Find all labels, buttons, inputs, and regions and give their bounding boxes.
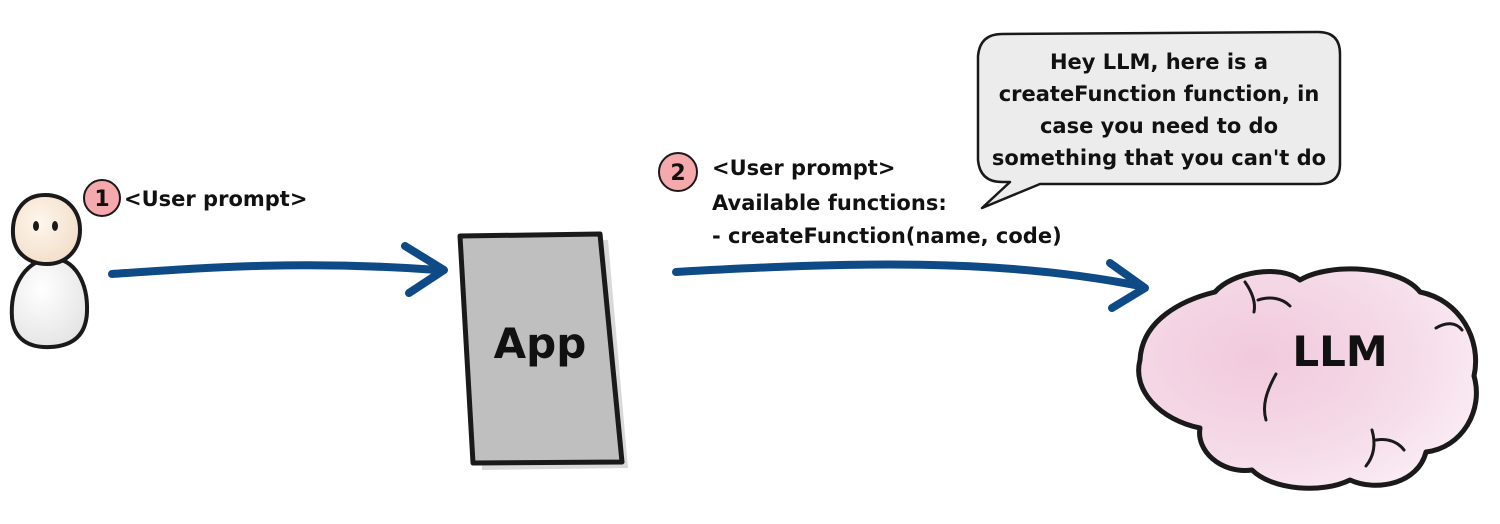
- speech-bubble-line-4: something that you can't do: [992, 146, 1326, 170]
- step2-number: 2: [670, 161, 685, 186]
- speech-bubble-line-1: Hey LLM, here is a: [1050, 50, 1268, 74]
- step1-label: <User prompt>: [124, 187, 307, 211]
- llm-fold-2: [1256, 296, 1292, 308]
- app-label: App: [494, 319, 587, 368]
- step2-label-line-3: - createFunction(name, code): [712, 224, 1062, 248]
- speech-bubble-line-2: createFunction function, in: [999, 82, 1320, 106]
- arrow-app-to-llm: [672, 259, 1149, 312]
- llm-fold-5: [1364, 428, 1376, 468]
- user-eye-right: [52, 221, 58, 231]
- llm-fold-4: [1434, 322, 1464, 332]
- speech-bubble-shape: [976, 30, 1342, 210]
- user-body: [9, 255, 90, 350]
- app-box-rect: [457, 231, 625, 466]
- person-icon: [9, 192, 90, 350]
- step1-badge-circle: [83, 179, 121, 217]
- user-head: [10, 192, 83, 267]
- arrow-app-to-llm-head: [1106, 259, 1149, 312]
- step2-label-line-2: Available functions:: [712, 191, 947, 215]
- arrow-app-to-llm-shaft: [672, 260, 1144, 290]
- step1-badge: 1: [83, 179, 121, 217]
- llm-fold-3: [1262, 372, 1278, 422]
- step1-number: 1: [94, 187, 109, 212]
- step2-label-line-1: <User prompt>: [712, 156, 895, 180]
- speech-bubble-line-3: case you need to do: [1040, 114, 1278, 138]
- speech-bubble: Hey LLM, here is a createFunction functi…: [976, 30, 1342, 210]
- llm-node: LLM: [1136, 266, 1479, 491]
- step2-badge-circle: [658, 152, 698, 192]
- user-figure: [9, 192, 90, 350]
- user-eye-left: [33, 221, 39, 231]
- brain-cloud-icon: [1136, 266, 1479, 491]
- llm-fold-6: [1374, 438, 1406, 452]
- step2-badge: 2: [658, 152, 698, 192]
- arrow-user-to-app-head: [401, 242, 448, 297]
- llm-fold-1: [1243, 280, 1256, 314]
- app-box: App: [457, 231, 628, 470]
- llm-cloud-shape: [1136, 266, 1479, 491]
- arrow-user-to-app-shaft: [108, 261, 442, 278]
- arrow-user-to-app: [108, 242, 448, 297]
- llm-label: LLM: [1292, 327, 1387, 376]
